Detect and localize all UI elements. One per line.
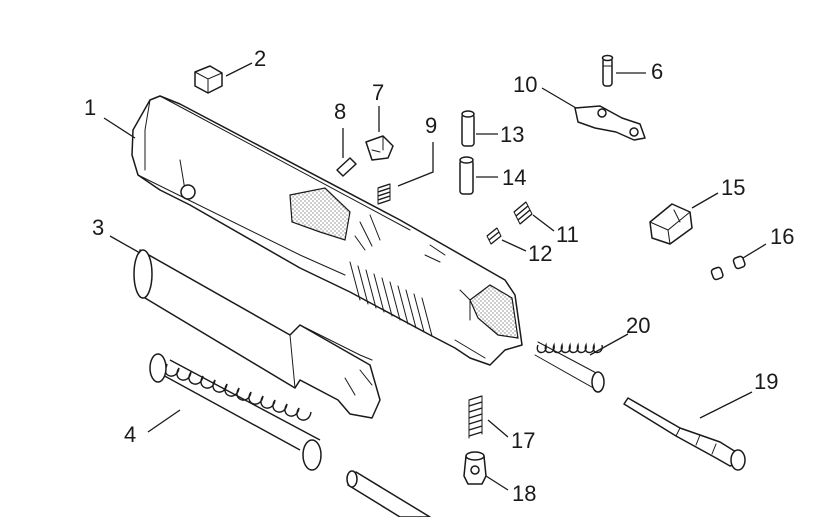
guide-rod-part xyxy=(346,470,431,517)
callout-4: 4 xyxy=(124,422,137,447)
leader-4 xyxy=(147,409,181,433)
callout-3: 3 xyxy=(92,215,105,240)
leader-17 xyxy=(487,419,509,438)
leader-19 xyxy=(699,391,753,419)
callout-19: 19 xyxy=(754,369,779,394)
callout-12: 12 xyxy=(528,241,553,266)
recoil-spring-part xyxy=(149,353,322,471)
callout-6: 6 xyxy=(651,59,664,84)
callout-20: 20 xyxy=(626,313,651,338)
leader-11 xyxy=(532,214,555,232)
barrel-part xyxy=(133,249,381,419)
spring-17-part xyxy=(468,395,483,439)
plunger-part xyxy=(463,451,487,485)
spring-20-part xyxy=(534,341,605,393)
callout-18: 18 xyxy=(512,481,537,506)
pin-14-part xyxy=(459,156,474,195)
spring-11-part xyxy=(513,201,533,225)
leader-10 xyxy=(541,87,577,109)
callout-11: 11 xyxy=(556,222,579,247)
leader-1 xyxy=(103,117,136,139)
leader-lines xyxy=(103,62,767,491)
leader-3 xyxy=(109,235,141,254)
callout-15: 15 xyxy=(721,175,746,200)
callout-1: 1 xyxy=(84,95,97,120)
leader-16 xyxy=(742,243,767,259)
leader-18 xyxy=(485,475,509,491)
leader-20 xyxy=(589,333,629,356)
front-sight-part xyxy=(649,203,693,245)
sight-dots-part xyxy=(710,255,746,281)
leader-12 xyxy=(501,239,527,252)
lever-part xyxy=(574,105,646,141)
rear-sight-part xyxy=(194,65,223,94)
slide-part xyxy=(131,95,523,366)
firing-pin-part xyxy=(623,397,746,471)
callout-8: 8 xyxy=(334,99,347,124)
spring-9-part xyxy=(377,183,391,205)
callout-9: 9 xyxy=(425,113,438,138)
callout-14: 14 xyxy=(502,165,527,190)
callout-16: 16 xyxy=(770,224,795,249)
pin-13-part xyxy=(461,110,475,147)
leader-15 xyxy=(691,192,719,209)
part-7 xyxy=(365,135,394,161)
callout-17: 17 xyxy=(511,428,536,453)
pin-6-part xyxy=(601,54,614,87)
leader-2 xyxy=(225,62,253,77)
callout-2: 2 xyxy=(254,46,267,71)
spring-12-part xyxy=(486,227,502,245)
callout-7: 7 xyxy=(372,80,385,105)
pin-8-part xyxy=(336,157,357,177)
callout-13: 13 xyxy=(500,122,525,147)
leader-9 xyxy=(397,142,434,187)
callout-10: 10 xyxy=(513,72,538,97)
